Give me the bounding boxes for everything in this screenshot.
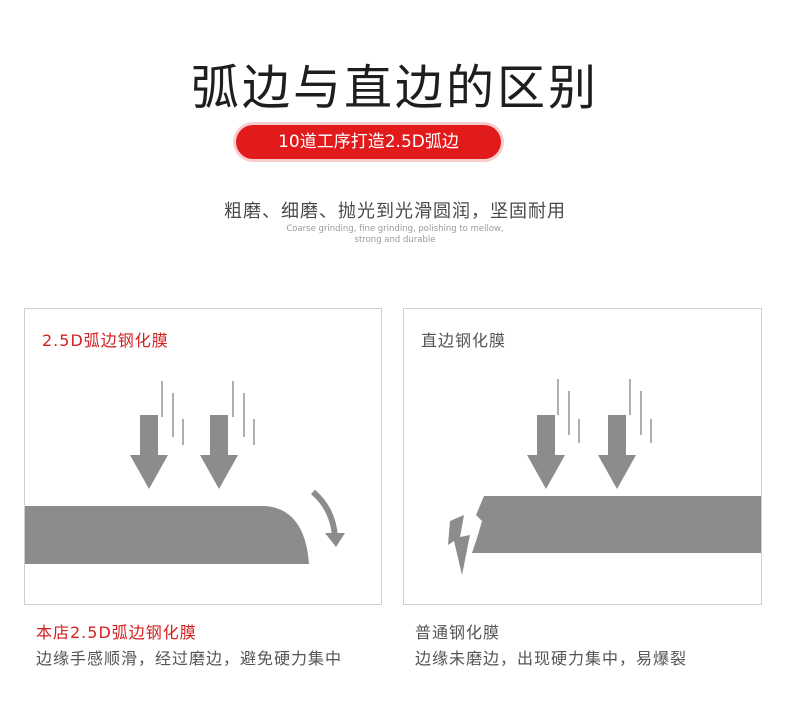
page-title: 弧边与直边的区别 [190,60,599,116]
curved-arrow-icon [310,489,345,547]
force-lines [161,381,255,445]
curved-edge-illustration [25,381,345,564]
straight-edge-illustration [448,379,761,575]
subtitle-en-line2: strong and durable [354,235,436,245]
panel-curved-edge: 2.5D弧边钢化膜 [24,308,382,605]
down-arrow-icon [527,415,565,489]
down-arrow-icon [130,415,168,489]
straight-glass-shape [472,496,761,553]
caption-straight-desc: 边缘未磨边，出现硬力集中，易爆裂 [415,649,688,668]
down-arrow-icon [200,415,238,489]
subtitle-en-line1: Coarse grinding, fine grinding, polishin… [286,224,504,234]
panel-label-straight: 直边钢化膜 [421,331,507,350]
curved-glass-shape [25,506,309,564]
caption-straight-title: 普通钢化膜 [415,623,501,642]
down-arrow-icon [598,415,636,489]
caption-curved-title: 本店2.5D弧边钢化膜 [36,623,197,642]
force-lines [557,379,652,443]
badge-pill: 10道工序打造2.5D弧边 [236,125,501,159]
panel-straight-edge: 直边钢化膜 [403,308,762,605]
subtitle-en: Coarse grinding, fine grinding, polishin… [0,224,790,246]
crack-icon [448,515,470,575]
caption-curved-desc: 边缘手感顺滑，经过磨边，避免硬力集中 [36,649,343,668]
subtitle-cn: 粗磨、细磨、抛光到光滑圆润，坚固耐用 [224,201,566,222]
panel-label-curved: 2.5D弧边钢化膜 [42,331,169,350]
